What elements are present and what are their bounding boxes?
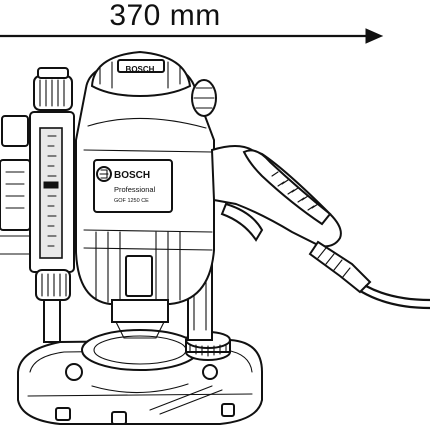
base-plate — [17, 329, 263, 425]
collet-area — [111, 299, 169, 339]
strain-relief — [308, 240, 372, 294]
top-brand-text: BOSCH — [126, 65, 155, 74]
brand-text: BOSCH — [114, 170, 150, 181]
base-screw-right — [202, 364, 218, 380]
speed-dial — [191, 79, 217, 117]
trigger — [220, 202, 264, 242]
handle-grip — [242, 149, 332, 226]
dimension-line — [0, 28, 384, 44]
handle — [210, 145, 342, 248]
dimension-arrow-head — [365, 28, 384, 44]
power-cord — [308, 240, 430, 310]
guide-clamp — [0, 115, 31, 255]
product-line-text: Professional — [114, 185, 156, 194]
depth-lock-knob — [35, 269, 71, 301]
base-screw-left — [65, 363, 83, 381]
model-text: GOF 1250 CE — [114, 198, 149, 204]
depth-scale-column — [29, 67, 75, 343]
top-cap — [90, 50, 192, 98]
dimension-label: 370 mm — [109, 0, 221, 32]
brand-plate — [93, 159, 173, 213]
